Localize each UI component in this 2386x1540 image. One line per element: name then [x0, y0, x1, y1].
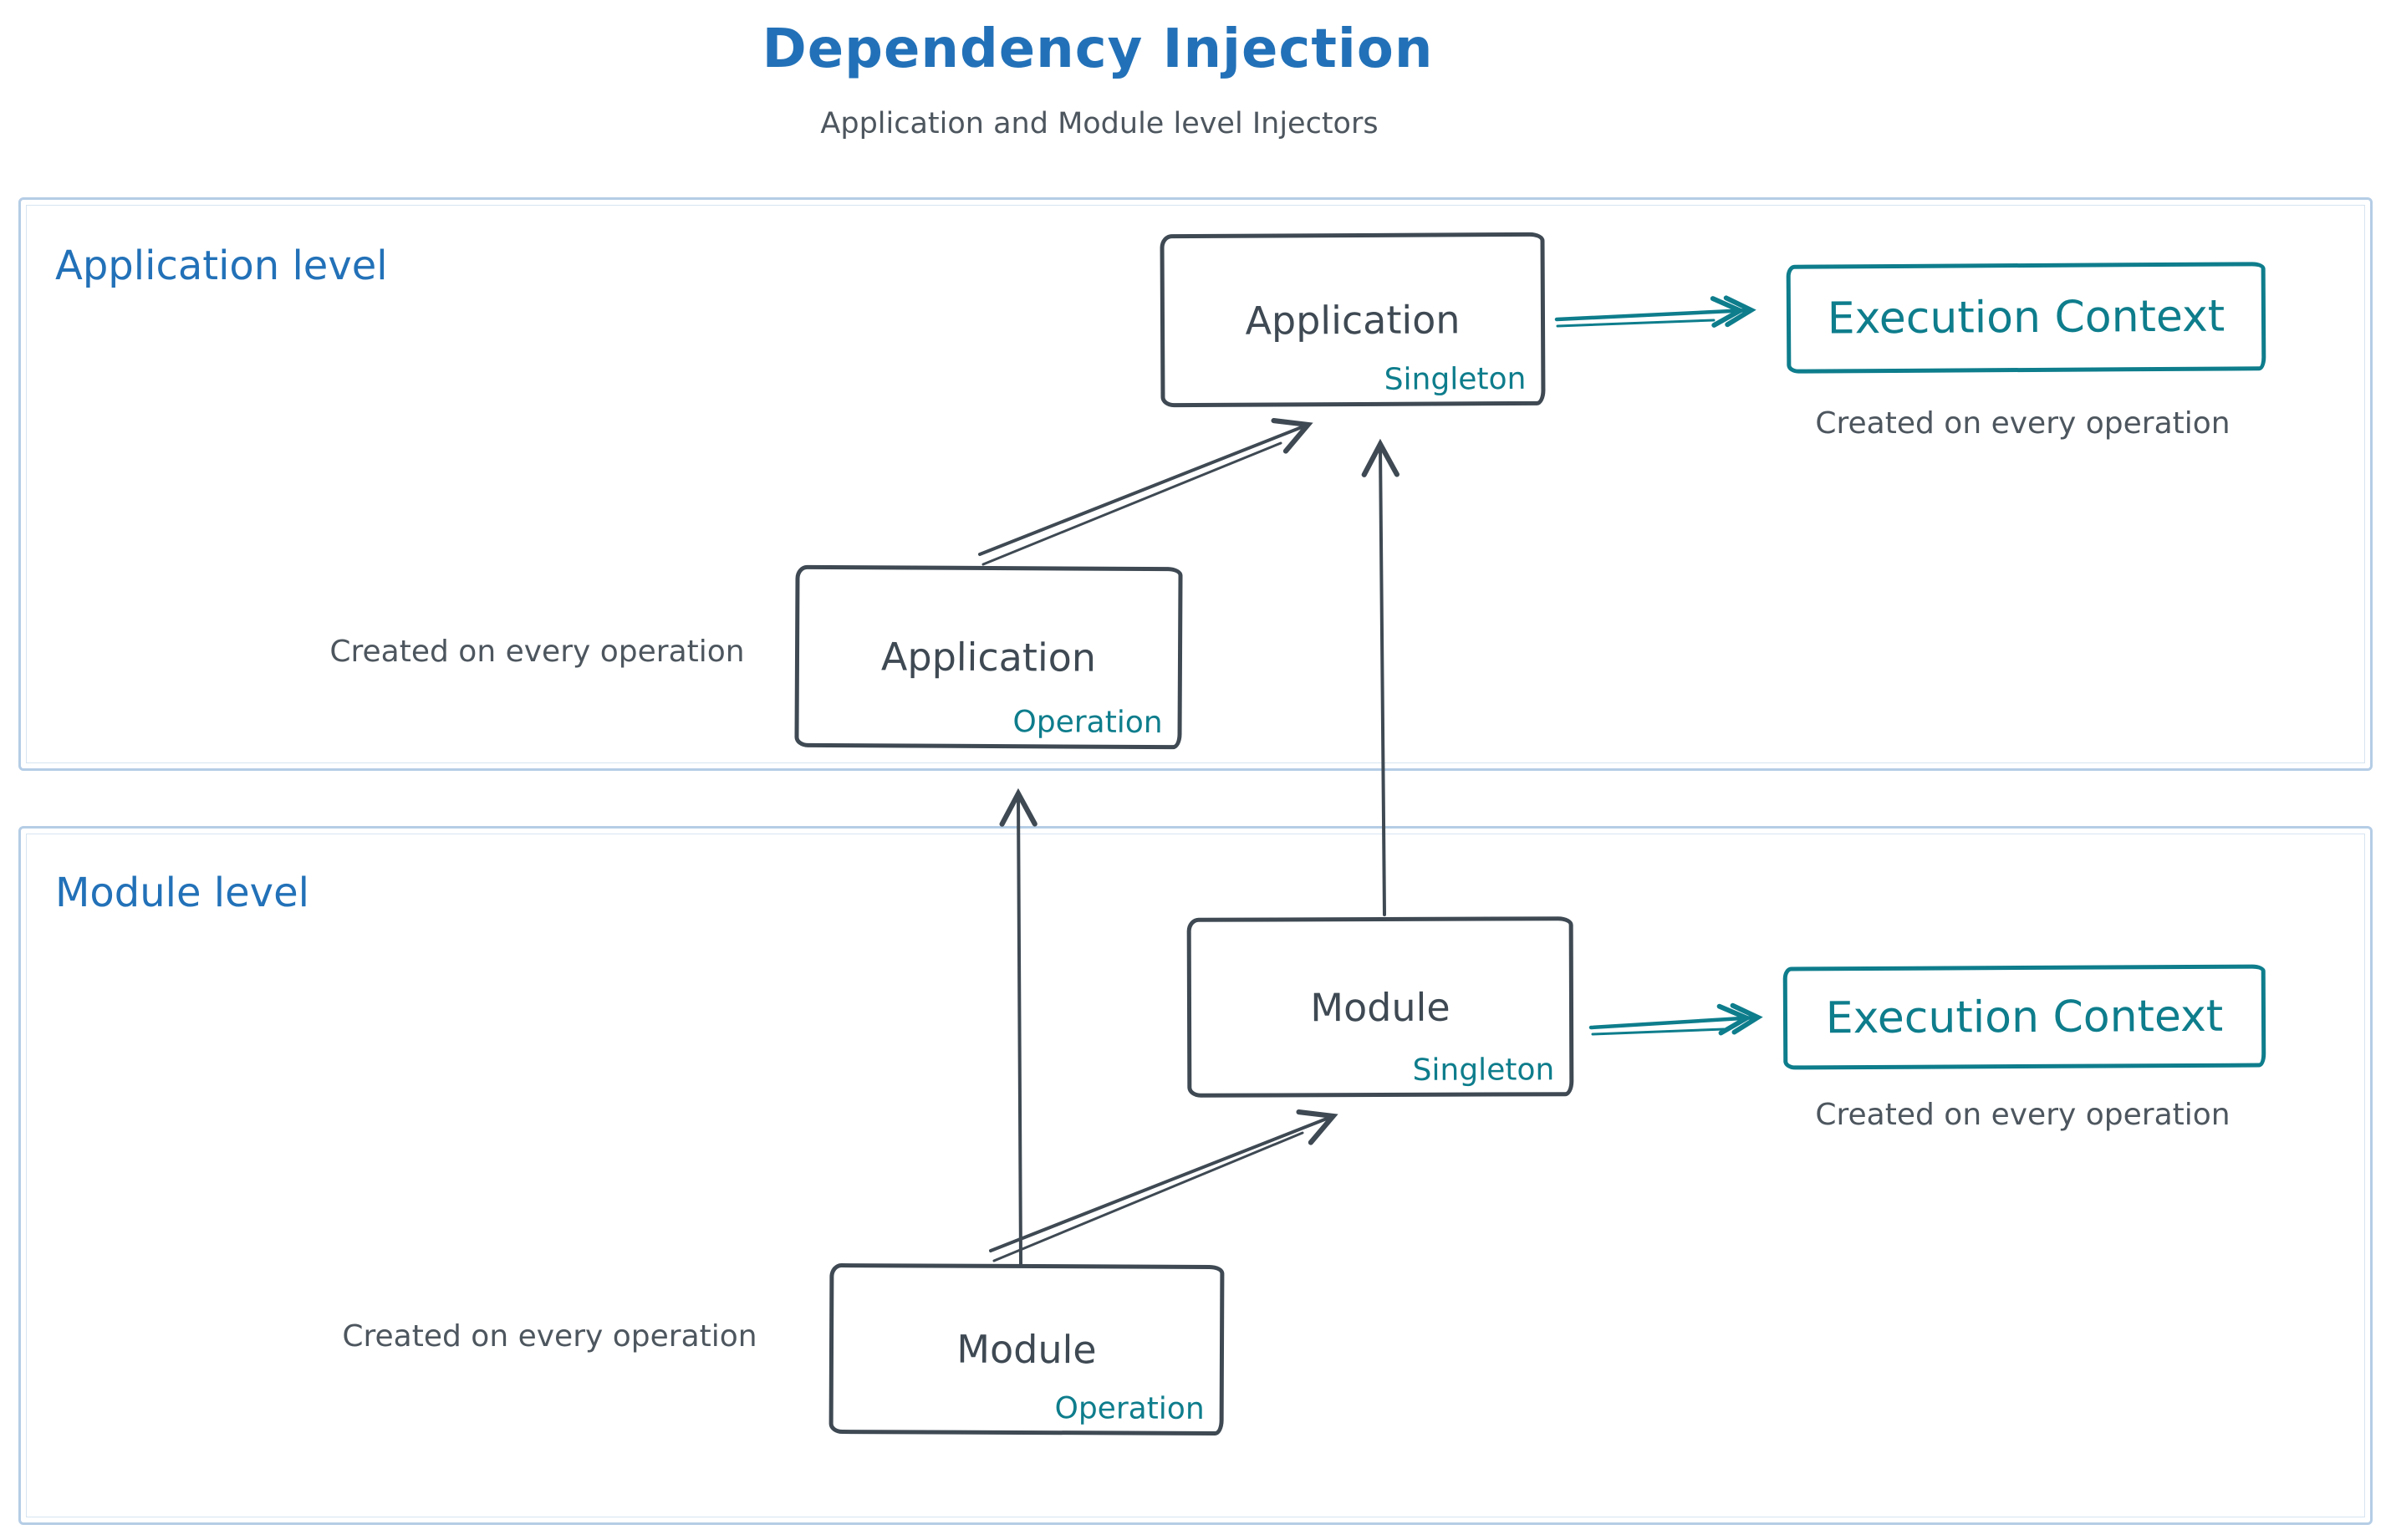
application-level-frame	[18, 197, 2373, 771]
module-execution-context-box: Execution Context	[1782, 964, 2266, 1070]
module-execution-context-caption: Created on every operation	[1815, 1098, 2231, 1132]
application-execution-context-label: Execution Context	[1827, 291, 2225, 344]
application-singleton-tag: Singleton	[1384, 361, 1527, 397]
application-execution-context-box: Execution Context	[1786, 262, 2266, 374]
module-singleton-box: Module Singleton	[1186, 916, 1574, 1098]
application-singleton-title: Application	[1245, 296, 1461, 344]
module-level-frame	[18, 826, 2373, 1525]
module-operation-box: Module Operation	[828, 1262, 1225, 1436]
module-operation-tag: Operation	[1054, 1391, 1205, 1426]
application-singleton-box: Application Singleton	[1160, 232, 1546, 408]
application-operation-box: Application Operation	[794, 564, 1183, 750]
application-execution-context-caption: Created on every operation	[1815, 406, 2231, 441]
application-operation-title: Application	[880, 634, 1097, 681]
application-operation-caption: Created on every operation	[329, 635, 745, 669]
module-level-label: Module level	[55, 869, 309, 916]
diagram-title: Dependency Injection	[762, 18, 1434, 80]
application-level-label: Application level	[55, 242, 388, 289]
diagram-subtitle: Application and Module level Injectors	[820, 107, 1379, 140]
application-operation-tag: Operation	[1012, 705, 1163, 741]
module-execution-context-label: Execution Context	[1825, 991, 2224, 1043]
module-operation-caption: Created on every operation	[342, 1319, 757, 1354]
module-singleton-title: Module	[1310, 984, 1450, 1030]
module-operation-title: Module	[956, 1326, 1097, 1373]
module-singleton-tag: Singleton	[1412, 1053, 1555, 1088]
